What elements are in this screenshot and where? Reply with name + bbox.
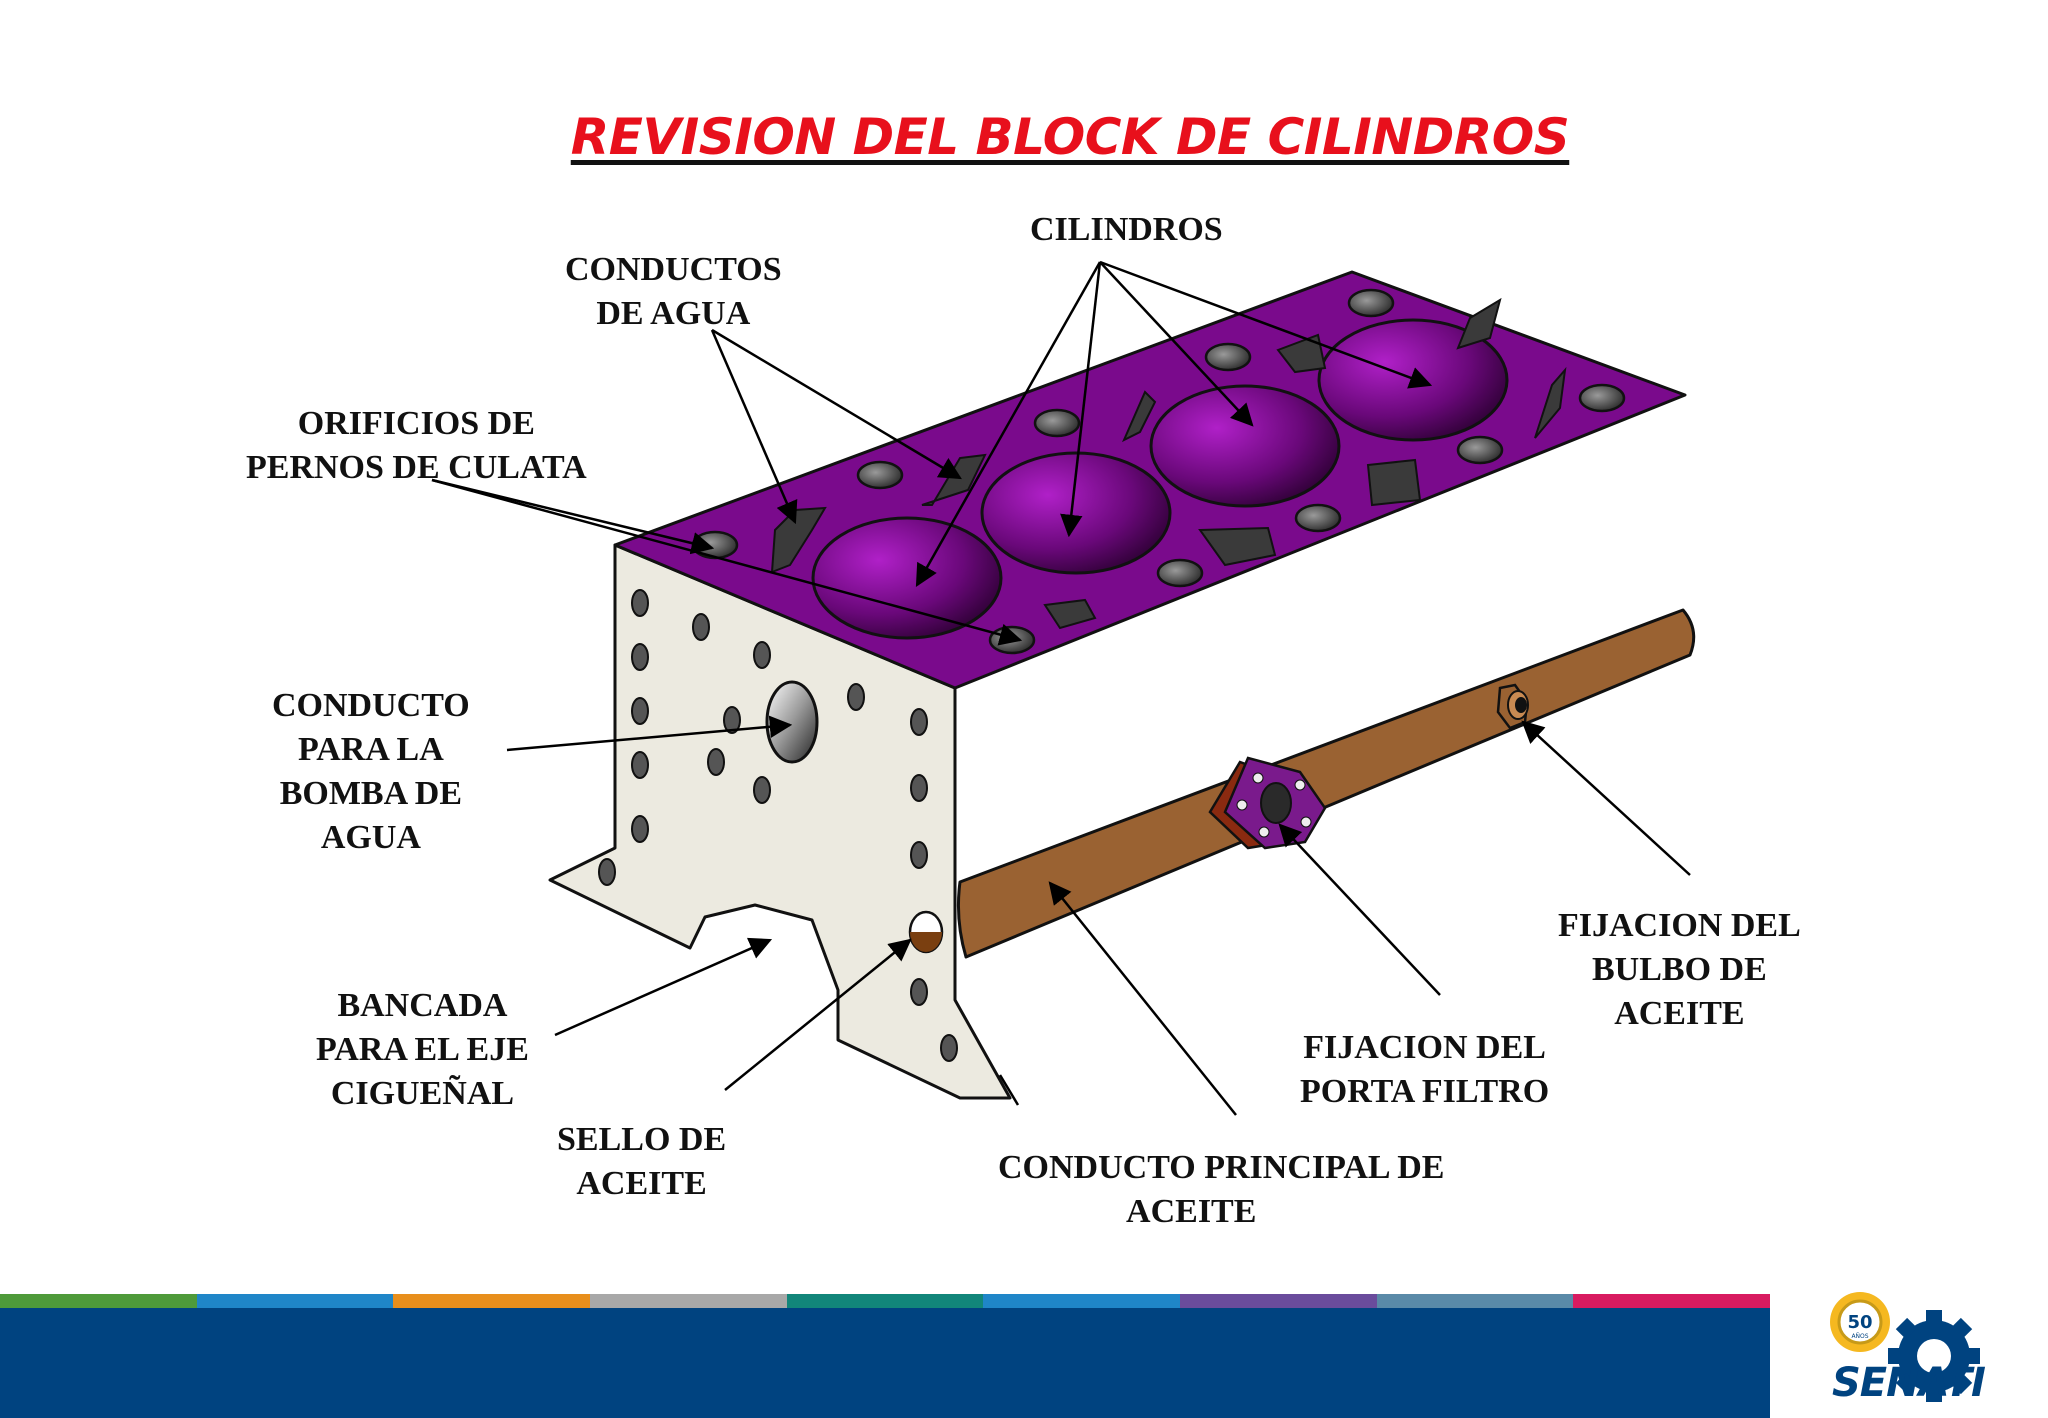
label-line: ORIFICIOS DE (297, 405, 535, 442)
label-line: PARA LA (297, 731, 444, 768)
arrow-porta-filtro (1278, 823, 1441, 996)
label-line: PERNOS DE CULATA (246, 449, 587, 486)
footer-stripe-2 (196, 1294, 394, 1308)
side-bolt-holes (598, 589, 958, 1062)
footer-stripe-5 (786, 1294, 984, 1308)
label-line: CONDUCTO PRINCIPAL DE (998, 1149, 1445, 1186)
arrow-agua-2 (711, 328, 962, 480)
gear-icon (1888, 1310, 1980, 1402)
label-orificios-pernos: ORIFICIOS DE PERNOS DE CULATA (246, 402, 587, 490)
label-line: PORTA FILTRO (1300, 1073, 1550, 1110)
arrow-bancada (554, 937, 773, 1037)
footer-bar (0, 1296, 1770, 1418)
arrow-cilindros-4 (1099, 260, 1433, 389)
label-line: CONDUCTOS (565, 251, 782, 288)
label-line: SELLO DE (557, 1121, 727, 1158)
footer-stripe-7 (1180, 1294, 1377, 1308)
water-passages (770, 297, 1567, 630)
badge-sub: AÑOS (1851, 1333, 1868, 1340)
slide-title: REVISION DEL BLOCK DE CILINDROS (570, 108, 1570, 166)
footer-stripe-4 (590, 1294, 787, 1308)
oil-bulb-mount (1496, 683, 1529, 730)
anniversary-badge-icon: 50 AÑOS (1830, 1292, 1890, 1352)
arrow-cilindros-3 (1099, 261, 1254, 427)
label-line: ACEITE (576, 1165, 707, 1202)
senati-logo: 50 AÑOS (1830, 1292, 1980, 1402)
label-line: CIGUEÑAL (330, 1075, 515, 1112)
label-conductos-agua: CONDUCTOS DE AGUA (565, 248, 782, 336)
footer-stripe-6 (983, 1294, 1181, 1308)
label-line: PARA EL EJE (316, 1031, 529, 1068)
cylinder-3 (1149, 384, 1341, 508)
arrow-sello (724, 938, 912, 1091)
arrow-cilindros-1 (915, 261, 1102, 587)
label-line: FIJACION DEL (1303, 1029, 1546, 1066)
arrow-cilindros-2 (1060, 261, 1102, 538)
label-line: CONDUCTO (272, 687, 470, 724)
arrow-bomba (506, 715, 793, 752)
footer-stripe-1 (0, 1294, 197, 1308)
label-line: AGUA (320, 819, 421, 856)
arrow-conducto-principal-2 (998, 1074, 1020, 1106)
label-line: ACEITE (1126, 1193, 1257, 1230)
arrow-pernos-1 (431, 478, 715, 555)
arrow-pernos-2 (431, 478, 1023, 646)
footer-stripe-8 (1376, 1294, 1574, 1308)
badge-number: 50 (1847, 1312, 1872, 1333)
label-line: CILINDROS (1030, 211, 1223, 248)
footer-color-stripes (0, 1294, 1771, 1308)
label-line: ACEITE (1614, 995, 1745, 1032)
cylinder-2 (980, 451, 1172, 575)
water-pump-bore (765, 680, 819, 764)
label-line: BULBO DE (1591, 951, 1767, 988)
footer-stripe-9 (1573, 1294, 1771, 1308)
oil-seal (908, 910, 944, 954)
label-bancada: BANCADA PARA EL EJE CIGUEÑAL (316, 984, 529, 1116)
cylinder-1 (811, 516, 1003, 640)
label-conducto-bomba: CONDUCTO PARA LA BOMBA DE AGUA (272, 684, 470, 860)
label-sello-aceite: SELLO DE ACEITE (557, 1118, 726, 1206)
arrow-agua-1 (710, 329, 798, 525)
label-line: DE AGUA (596, 295, 751, 332)
label-fijacion-porta-filtro: FIJACION DEL PORTA FILTRO (1300, 1026, 1549, 1114)
footer-stripe-3 (393, 1294, 591, 1308)
label-conducto-principal: CONDUCTO PRINCIPAL DE ACEITE (998, 1146, 1444, 1234)
arrow-conducto-principal-1 (1048, 881, 1237, 1116)
leader-lines (431, 260, 1691, 1116)
label-line: BOMBA DE (279, 775, 463, 812)
label-fijacion-bulbo: FIJACION DEL BULBO DE ACEITE (1558, 904, 1801, 1036)
senati-wordmark: SENATI (1832, 1360, 1986, 1406)
label-line: FIJACION DEL (1558, 907, 1801, 944)
arrow-bulbo (1521, 720, 1691, 876)
label-cilindros: CILINDROS (1030, 208, 1223, 252)
label-line: BANCADA (337, 987, 508, 1024)
